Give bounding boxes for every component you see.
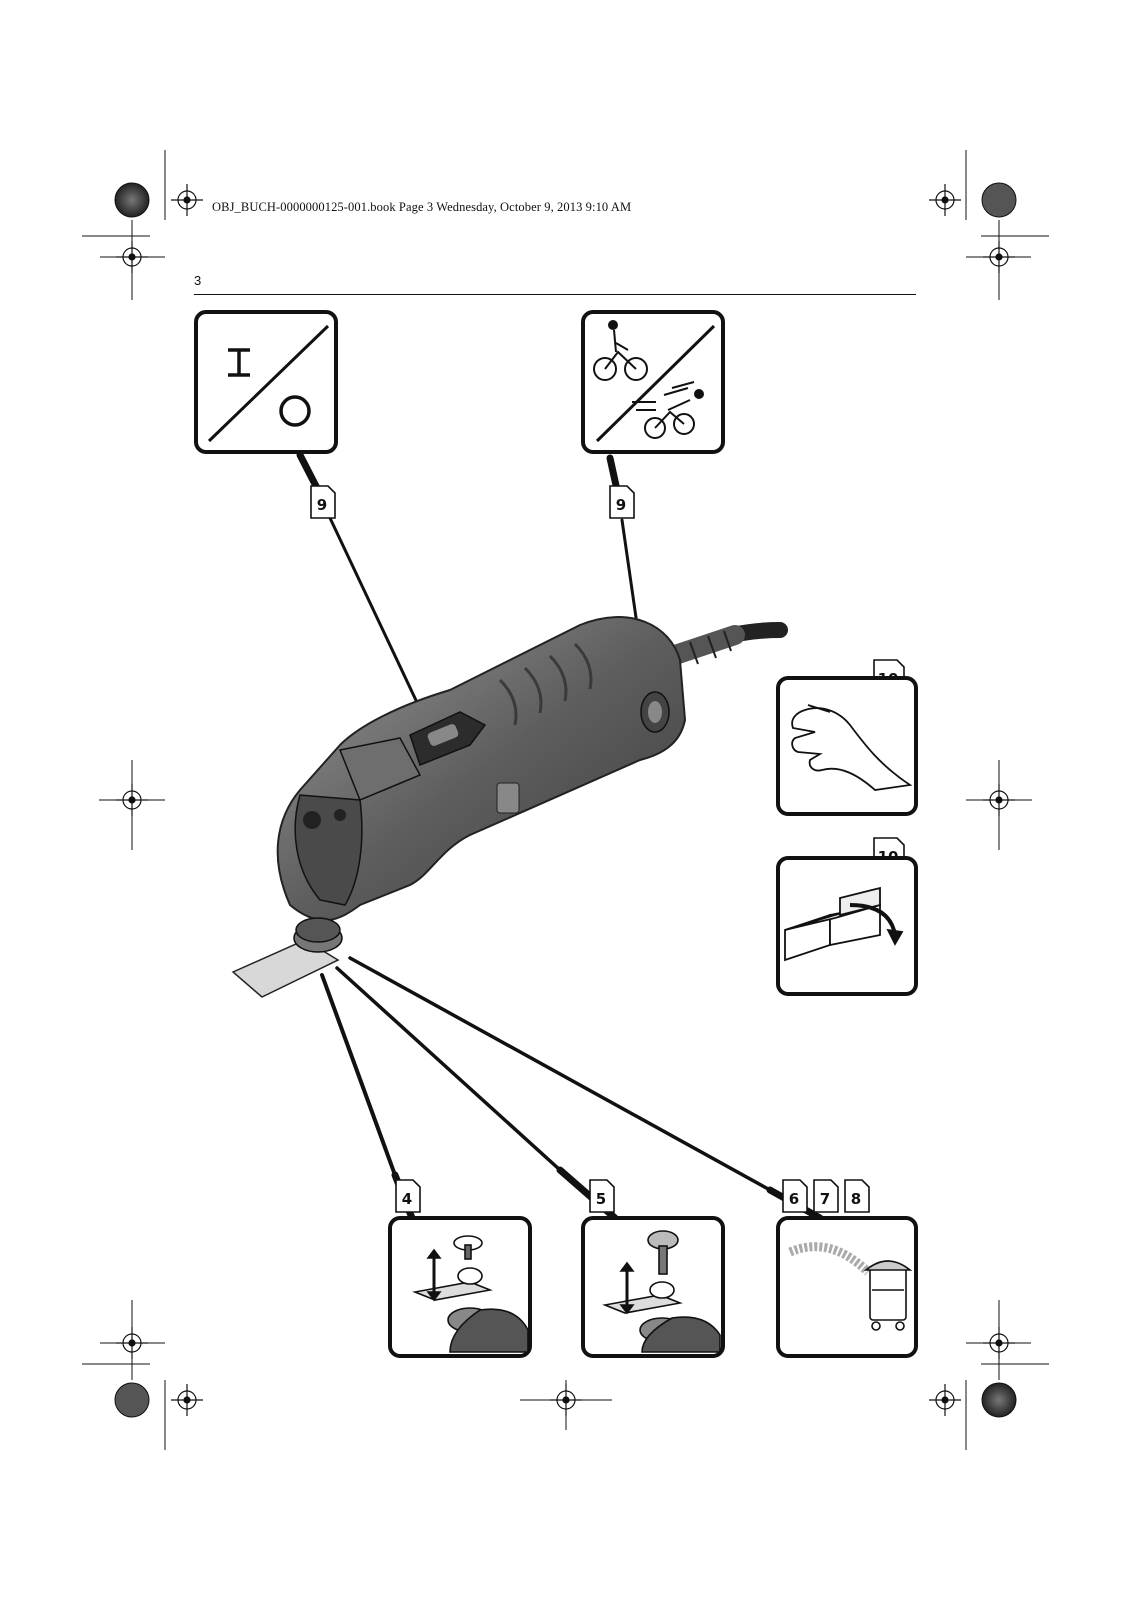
page-number: 3 [194, 273, 202, 288]
speed-panel [581, 310, 725, 454]
svg-text:7: 7 [820, 1190, 830, 1208]
color-bar-dial-icon [114, 182, 1017, 1418]
svg-text:9: 9 [616, 496, 626, 514]
on-off-switch-icon [228, 348, 311, 427]
figure-ref-7: 7 [813, 1179, 839, 1213]
cycling-speed-icon [593, 320, 704, 439]
figure-ref-9-right: 9 [609, 485, 635, 519]
figure-ref-4: 4 [395, 1179, 421, 1213]
figure-ref-5: 5 [589, 1179, 615, 1213]
storage-case-icon [784, 886, 904, 962]
multitool-illustration [231, 616, 788, 998]
fixing-screw-icon [412, 1235, 529, 1353]
case-panel [776, 856, 918, 996]
vacuum-panel [776, 1216, 918, 1358]
hand-vibration-icon [791, 704, 913, 791]
screw-panel [388, 1216, 532, 1358]
clamp-panel [581, 1216, 725, 1358]
side-reg-lines [99, 760, 1032, 1430]
dust-extractor-icon [788, 1242, 913, 1331]
on-off-panel [194, 310, 338, 454]
print-slug: OBJ_BUCH-0000000125-001.book Page 3 Wedn… [212, 200, 632, 214]
figure-ref-9-left: 9 [310, 485, 336, 519]
figure-ref-6: 6 [782, 1179, 808, 1213]
svg-text:9: 9 [317, 496, 327, 514]
svg-text:5: 5 [596, 1190, 606, 1208]
svg-text:4: 4 [402, 1190, 412, 1208]
figure-ref-8: 8 [844, 1179, 870, 1213]
header-rule [194, 294, 916, 295]
vibration-panel [776, 676, 918, 816]
svg-text:6: 6 [789, 1190, 799, 1208]
svg-text:8: 8 [851, 1190, 861, 1208]
quick-clamp-icon [602, 1230, 721, 1353]
